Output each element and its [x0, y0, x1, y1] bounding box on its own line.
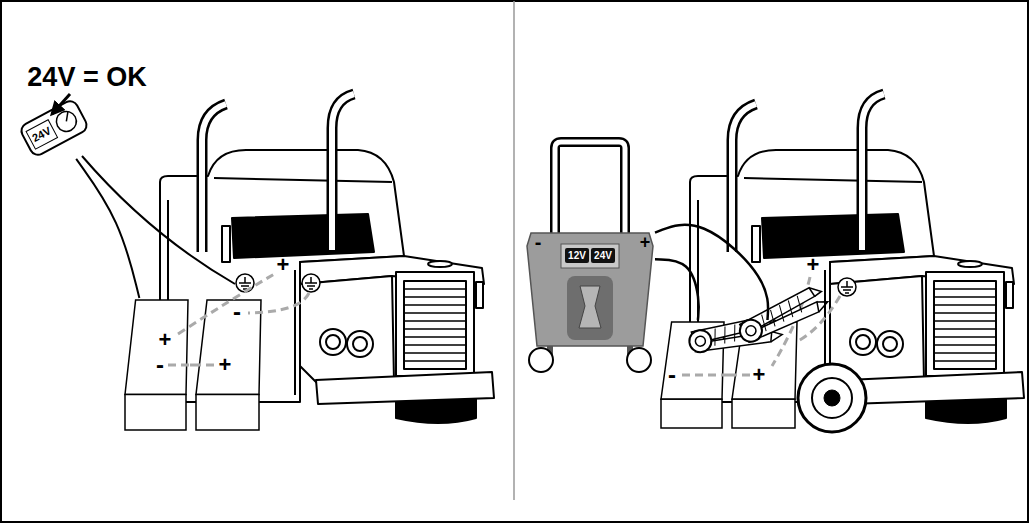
- battery-top: [125, 300, 188, 394]
- node-outline: [525, 138, 655, 378]
- multimeter: 24V: [17, 97, 90, 159]
- battery-front: [196, 394, 259, 430]
- terminal-sign: +: [159, 329, 172, 351]
- test-lead: [76, 159, 139, 298]
- charger-cable: [655, 225, 768, 320]
- battery: +-: [122, 298, 190, 432]
- jumper-clamp: [734, 283, 831, 345]
- charger-gauge: [579, 286, 601, 328]
- battery-front: [125, 394, 186, 430]
- tyre: [798, 364, 866, 432]
- battery-charger: - +12V 24V: [525, 138, 655, 378]
- battery-top: [196, 300, 261, 394]
- leader-arrow: [52, 94, 70, 114]
- terminal-sign: -: [233, 300, 241, 324]
- terminal-sign: +: [753, 364, 766, 386]
- series-link: [726, 374, 729, 377]
- battery-front: [661, 399, 722, 428]
- dashed-wire: [193, 364, 217, 367]
- meter-dial: [53, 108, 80, 135]
- hub: [824, 390, 840, 406]
- rim: [812, 378, 852, 418]
- battery-front: [732, 399, 795, 428]
- charger-display: [561, 244, 619, 268]
- status-caption: 24V = OK: [27, 64, 146, 91]
- terminal-sign: +: [219, 354, 232, 376]
- terminal-sign: -: [668, 363, 676, 387]
- charger-cable: [655, 259, 699, 320]
- voltage-setting: 24V: [594, 251, 612, 261]
- truck-illustration: [160, 94, 494, 423]
- voltage-selector: 24V: [591, 248, 615, 263]
- clamp-polarity: +: [640, 233, 651, 251]
- dashed-wire: [168, 364, 190, 367]
- test-lead: [82, 156, 235, 284]
- panel-divider: [513, 1, 515, 500]
- voltage-setting: 12V: [568, 251, 586, 261]
- charger-body: [527, 233, 653, 346]
- dashed-wire: [248, 293, 309, 313]
- charger-wheel: [627, 348, 651, 372]
- charger-panel: [567, 276, 613, 340]
- front-wheel: [798, 364, 866, 432]
- dashed-wire: [178, 273, 276, 334]
- meter-reading: 24V: [25, 119, 57, 150]
- meter-needle: [63, 112, 72, 122]
- ground-symbol: [838, 278, 856, 296]
- clamp-polarity: -: [535, 232, 542, 252]
- ground-symbol: [302, 274, 320, 292]
- series-link: [190, 364, 193, 367]
- voltage-selector: 12V: [565, 248, 589, 263]
- dashed-wire: [682, 374, 726, 377]
- polarity-sign: +: [277, 254, 290, 276]
- charger-wheel: [529, 348, 553, 372]
- polarity-sign: +: [807, 254, 820, 276]
- dashed-wire: [729, 374, 751, 377]
- terminal-sign: -: [156, 353, 164, 377]
